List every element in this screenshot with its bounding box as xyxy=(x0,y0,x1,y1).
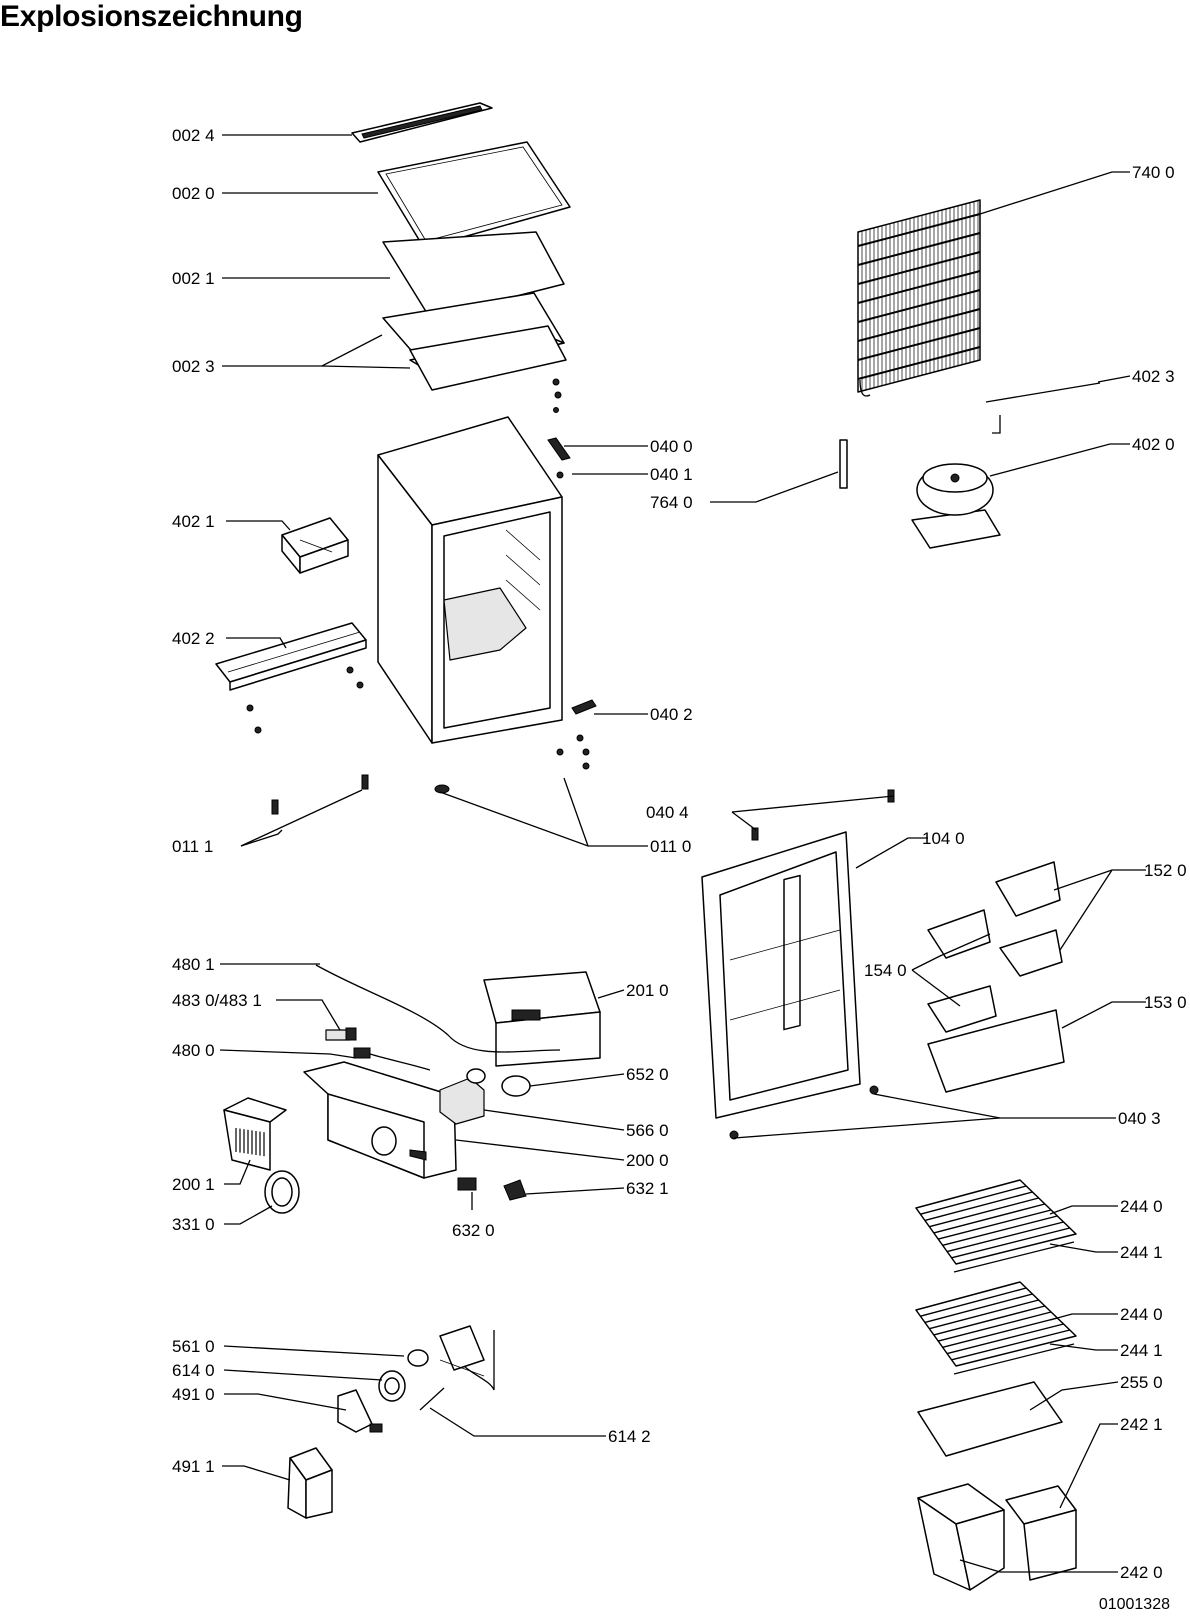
label-402-3: 402 3 xyxy=(1132,367,1175,386)
upper-hinge-part xyxy=(547,378,571,479)
lower-hinge-part xyxy=(556,699,597,770)
door-shelf-small-part xyxy=(927,861,1063,977)
relay-part xyxy=(378,1370,406,1402)
label-244-0-lower: 244 0 xyxy=(1120,1305,1163,1324)
control-housing-part xyxy=(303,1061,457,1179)
label-491-1: 491 1 xyxy=(172,1457,215,1476)
knob-part xyxy=(264,1170,300,1214)
label-002-4: 002 4 xyxy=(172,126,215,145)
label-491-0: 491 0 xyxy=(172,1385,215,1404)
door-shelf-bottle-part xyxy=(927,1009,1065,1093)
label-152-0: 152 0 xyxy=(1144,861,1187,880)
label-255-0: 255 0 xyxy=(1120,1373,1163,1392)
wire-shelf-upper-part xyxy=(915,1179,1077,1273)
label-040-3: 040 3 xyxy=(1118,1109,1161,1128)
compressor-part xyxy=(911,463,1001,549)
label-632-1: 632 1 xyxy=(626,1179,669,1198)
label-244-0-upper: 244 0 xyxy=(1120,1197,1163,1216)
worktop-insulation-part xyxy=(382,231,565,319)
label-561-0: 561 0 xyxy=(172,1337,215,1356)
light-cover-part xyxy=(223,1097,287,1171)
condenser-part xyxy=(857,199,981,397)
part-number-labels: 002 4 002 0 002 1 002 3 402 1 402 2 011 … xyxy=(172,126,1187,1582)
label-242-1: 242 1 xyxy=(1120,1415,1163,1434)
page-title: Explosionszeichnung xyxy=(0,0,303,33)
dryer-part xyxy=(839,439,848,489)
label-652-0: 652 0 xyxy=(626,1065,669,1084)
label-614-0: 614 0 xyxy=(172,1361,215,1380)
label-480-0: 480 0 xyxy=(172,1041,215,1060)
label-402-1: 402 1 xyxy=(172,512,215,531)
worktop-part xyxy=(377,141,571,249)
cabinet-body-part xyxy=(377,416,563,744)
label-331-0: 331 0 xyxy=(172,1215,215,1234)
capillary-tube-part xyxy=(985,382,1101,434)
clip-part xyxy=(419,1387,445,1411)
compressor-side-part xyxy=(439,1325,495,1391)
label-632-0: 632 0 xyxy=(452,1221,495,1240)
label-201-0: 201 0 xyxy=(626,981,669,1000)
leader-lines xyxy=(219,134,1146,1573)
label-402-0: 402 0 xyxy=(1132,435,1175,454)
overload-part xyxy=(407,1349,429,1367)
label-614-2: 614 2 xyxy=(608,1427,651,1446)
lamp-part xyxy=(501,1075,531,1097)
label-040-1: 040 1 xyxy=(650,465,693,484)
wire-shelf-lower-part xyxy=(915,1281,1077,1375)
label-040-2: 040 2 xyxy=(650,705,693,724)
connector-part xyxy=(325,1027,431,1071)
label-244-1-upper: 244 1 xyxy=(1120,1243,1163,1262)
label-153-0: 153 0 xyxy=(1144,993,1187,1012)
label-154-0: 154 0 xyxy=(864,961,907,980)
label-402-2: 402 2 xyxy=(172,629,215,648)
switch-part xyxy=(457,1177,527,1201)
label-764-0: 764 0 xyxy=(650,493,693,512)
glass-shelf-part xyxy=(917,1381,1063,1457)
label-200-0: 200 0 xyxy=(626,1151,669,1170)
label-242-0: 242 0 xyxy=(1120,1563,1163,1582)
sensor-cable-part xyxy=(315,964,561,1053)
adjustable-foot-part xyxy=(271,774,450,815)
label-011-0: 011 0 xyxy=(650,837,691,856)
label-740-0: 740 0 xyxy=(1132,163,1175,182)
label-244-1-lower: 244 1 xyxy=(1120,1341,1163,1360)
label-480-1: 480 1 xyxy=(172,955,215,974)
label-011-1: 011 1 xyxy=(172,837,213,856)
lamp-socket-part xyxy=(439,1068,486,1125)
label-002-0: 002 0 xyxy=(172,184,215,203)
lid-trim-part xyxy=(351,102,493,143)
door-part xyxy=(701,789,895,1140)
starter-part xyxy=(337,1389,383,1433)
label-002-1: 002 1 xyxy=(172,269,215,288)
label-566-0: 566 0 xyxy=(626,1121,669,1140)
worktop-lower-panel-part xyxy=(409,325,567,391)
drawing-number: 01001328 xyxy=(1098,1596,1170,1613)
terminal-cover-part xyxy=(287,1447,333,1519)
crisper-drawer-part xyxy=(917,1483,1077,1591)
door-shelf-egg-part xyxy=(927,985,997,1033)
label-002-3: 002 3 xyxy=(172,357,215,376)
label-040-0: 040 0 xyxy=(650,437,693,456)
evaporator-tray-part xyxy=(281,517,349,574)
label-200-1: 200 1 xyxy=(172,1175,215,1194)
label-104-0: 104 0 xyxy=(922,829,965,848)
label-040-4: 040 4 xyxy=(646,803,689,822)
base-rail-part xyxy=(215,622,367,734)
label-483-0-483-1: 483 0/483 1 xyxy=(172,991,262,1010)
